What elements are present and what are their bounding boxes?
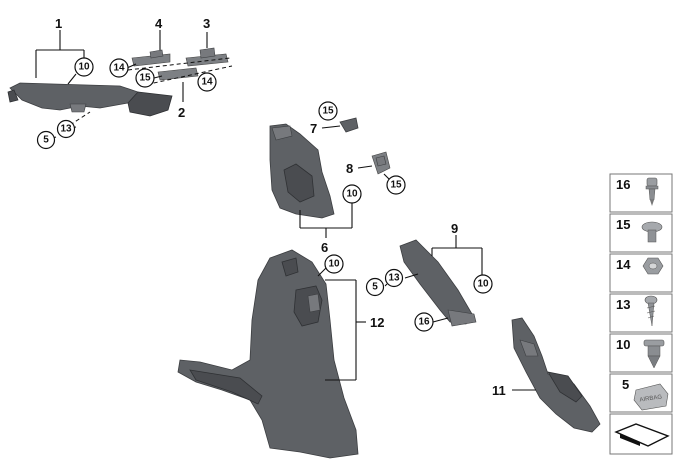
circle-15a-label: 15 <box>139 73 151 84</box>
callout-5a: 5 <box>43 135 49 146</box>
part-7-clip[interactable] <box>339 117 359 133</box>
circle-14a <box>109 58 129 78</box>
legend-label-5: 5 <box>622 377 629 392</box>
circle-10b-label: 10 <box>346 189 358 200</box>
callout-12: 12 <box>370 315 384 330</box>
circle-14b-label: 14 <box>201 77 213 88</box>
circle-15c <box>386 175 406 195</box>
legend-label-15: 15 <box>616 217 630 232</box>
airbag-badge-icon: AIRBAG <box>633 383 669 411</box>
callout-7: 7 <box>310 121 317 136</box>
circle-10d-label: 10 <box>477 279 489 290</box>
brackets-dashlines <box>126 30 233 102</box>
callout-6: 6 <box>321 240 328 255</box>
callout-1: 1 <box>55 16 62 31</box>
nut-icon <box>642 257 664 275</box>
part-11-lower-trim[interactable] <box>511 317 601 433</box>
callout-7-line <box>321 125 341 129</box>
legend-cell-15 <box>609 213 673 253</box>
callout-8-line <box>357 165 373 169</box>
circle-10a-label: 10 <box>78 62 90 73</box>
callout-9: 9 <box>451 221 458 236</box>
fastener-legend: 16 15 14 13 10 5 <box>609 173 673 455</box>
circle-14b <box>197 72 217 92</box>
push-clip-icon <box>645 177 659 206</box>
part-8-bracket[interactable] <box>371 151 391 175</box>
callout-4: 4 <box>155 16 163 31</box>
part-3-bracket[interactable] <box>185 47 229 67</box>
circle-15b <box>318 101 338 121</box>
screw-icon <box>641 221 663 243</box>
part-6-pillar-trim-upper[interactable] <box>269 123 335 219</box>
circle-16a <box>414 312 434 332</box>
circle-10c-label: 10 <box>328 259 340 270</box>
tapping-screw-icon <box>644 295 658 327</box>
circle-5b <box>365 277 385 297</box>
circle-14a-label: 14 <box>113 63 125 74</box>
circle-13b-label: 13 <box>388 273 400 284</box>
circle-15c-label: 15 <box>390 180 402 191</box>
callout-2: 2 <box>178 105 185 120</box>
legend-cell-16 <box>609 173 673 213</box>
circle-10c <box>324 254 344 274</box>
part-12-pillar-trim-lower[interactable] <box>177 249 359 459</box>
legend-cell-14 <box>609 253 673 293</box>
legend-label-13: 13 <box>616 297 630 312</box>
circle-10b <box>342 184 362 204</box>
callout-6-bracket <box>299 203 353 238</box>
circle-10d <box>473 274 493 294</box>
circle-5a <box>36 130 56 150</box>
callout-11: 11 <box>492 383 506 398</box>
circle-15b-label: 15 <box>322 106 334 117</box>
legend-label-10: 10 <box>616 337 630 352</box>
circle-15a <box>135 68 155 88</box>
direction-arrow-icon <box>614 423 670 447</box>
callout-3: 3 <box>203 16 210 31</box>
circle-13a <box>56 119 76 139</box>
circle-16a-label: 16 <box>418 317 430 328</box>
circle-13a-label: 13 <box>60 124 72 135</box>
circle-5b-label: 5 <box>372 282 378 293</box>
part-1-trim-panel[interactable] <box>7 82 173 117</box>
callout-12-bracket <box>317 267 366 381</box>
expanding-clip-icon <box>643 339 665 369</box>
callout-8: 8 <box>346 161 353 176</box>
circle-13b <box>384 268 404 288</box>
part-4-bracket[interactable] <box>131 49 171 67</box>
part-9-cover[interactable] <box>399 239 477 327</box>
airbag-text: AIRBAG <box>639 394 663 403</box>
circle-10a <box>74 57 94 77</box>
legend-cell-13 <box>609 293 673 333</box>
legend-label-16: 16 <box>616 177 630 192</box>
callout-9-bracket <box>384 235 483 323</box>
part-2-bracket[interactable] <box>157 67 199 81</box>
callout-1-bracket <box>35 30 85 85</box>
legend-label-14: 14 <box>616 257 631 272</box>
